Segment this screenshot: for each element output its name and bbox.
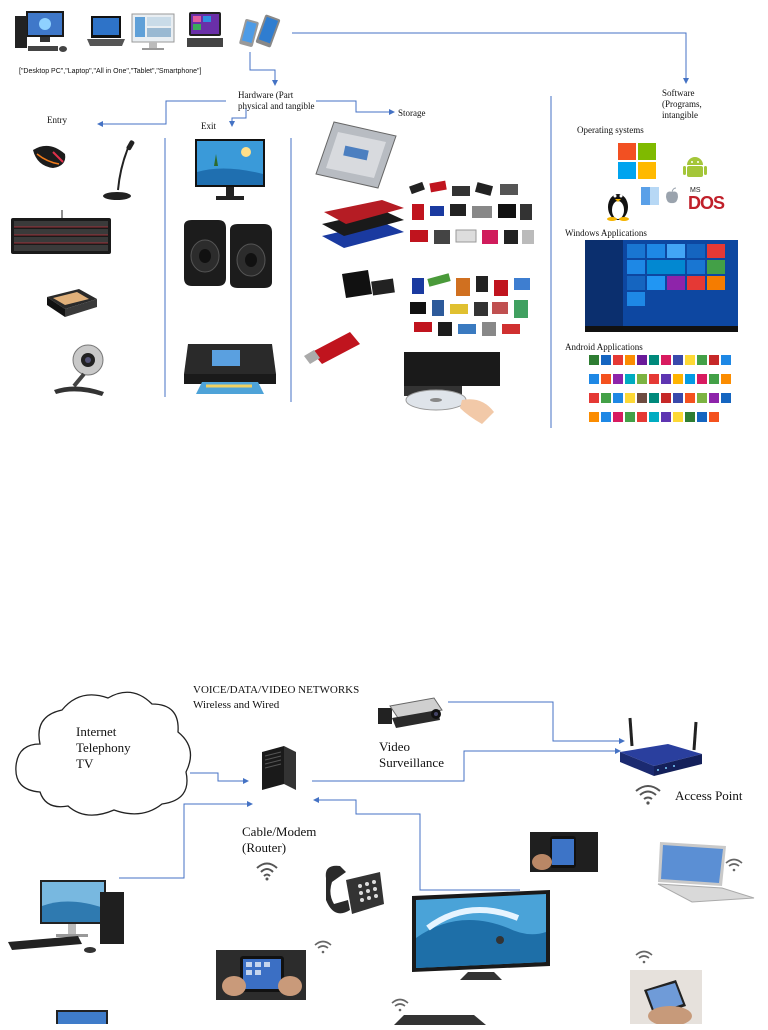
wifi-icon-tablet bbox=[313, 938, 333, 956]
tablet-in-hands-image bbox=[216, 950, 306, 1000]
scanner-image bbox=[43, 285, 99, 321]
laptop-bottom-left-image bbox=[52, 1008, 112, 1024]
tablet-image bbox=[186, 11, 224, 51]
wifi-icon-modem bbox=[255, 860, 279, 882]
external-drives-image bbox=[318, 198, 406, 256]
monitor-image bbox=[194, 138, 266, 204]
storage-collection-image bbox=[404, 178, 538, 258]
desktop-computer-image bbox=[8, 878, 126, 958]
laptop-image bbox=[86, 14, 126, 50]
apple-logo-icon bbox=[664, 187, 680, 205]
software-label: Software (Programs, intangible bbox=[662, 88, 702, 121]
microphone-image bbox=[98, 138, 140, 202]
desktop-pc-image bbox=[14, 10, 70, 58]
game-console-image bbox=[394, 1012, 486, 1024]
keyboard-image bbox=[10, 210, 112, 256]
modem-router-image bbox=[250, 744, 308, 792]
dos-text: DOS bbox=[688, 193, 724, 214]
hard-drive-image bbox=[314, 118, 398, 190]
storage-label: Storage bbox=[398, 108, 426, 119]
hardware-label: Hardware (Part physical and tangible bbox=[238, 90, 314, 112]
desk-phone-image bbox=[320, 860, 386, 920]
operating-systems-label: Operating systems bbox=[577, 125, 644, 136]
access-point-router-image bbox=[616, 716, 704, 780]
webcam-image bbox=[48, 342, 112, 400]
access-point-label: Access Point bbox=[675, 788, 743, 804]
video-surveillance-label: Video Surveillance bbox=[379, 739, 444, 771]
networks-title: VOICE/DATA/VIDEO NETWORKS Wireless and W… bbox=[193, 683, 359, 713]
mac-finder-icon bbox=[641, 187, 659, 205]
modem-label: Cable/Modem (Router) bbox=[242, 824, 316, 856]
wifi-icon-laptop bbox=[724, 856, 744, 874]
windows-applications-label: Windows Applications bbox=[565, 228, 647, 239]
android-apps-grid-image bbox=[587, 352, 741, 428]
wifi-icon-phone bbox=[634, 948, 654, 966]
smartphone-image bbox=[238, 14, 286, 52]
windows-start-screen-image bbox=[585, 240, 738, 332]
printer-image bbox=[182, 330, 278, 396]
linux-penguin-icon bbox=[604, 187, 632, 221]
speakers-image bbox=[180, 218, 276, 290]
device-list-caption: ["Desktop PC","Laptop","All in One","Tab… bbox=[19, 66, 201, 77]
windows-logo-icon bbox=[618, 143, 656, 179]
entry-label: Entry bbox=[47, 115, 67, 126]
exit-label: Exit bbox=[201, 121, 216, 132]
sd-cards-image bbox=[338, 268, 398, 304]
smartphone-hand-image bbox=[530, 832, 598, 872]
cloud-text: Internet Telephony TV bbox=[76, 724, 131, 772]
phone-in-hand-image bbox=[630, 970, 702, 1024]
security-camera-image bbox=[374, 696, 448, 734]
wifi-icon-access-point bbox=[634, 782, 662, 806]
android-logo-icon bbox=[683, 153, 707, 181]
ms-dos-logo-icon: MS DOS bbox=[688, 187, 724, 217]
usb-drive-image bbox=[302, 326, 364, 366]
optical-drive-image bbox=[402, 350, 506, 428]
all-in-one-image bbox=[130, 12, 176, 52]
mouse-image bbox=[27, 140, 71, 172]
smart-tv-image bbox=[408, 888, 554, 984]
memory-cards-image bbox=[404, 272, 538, 342]
